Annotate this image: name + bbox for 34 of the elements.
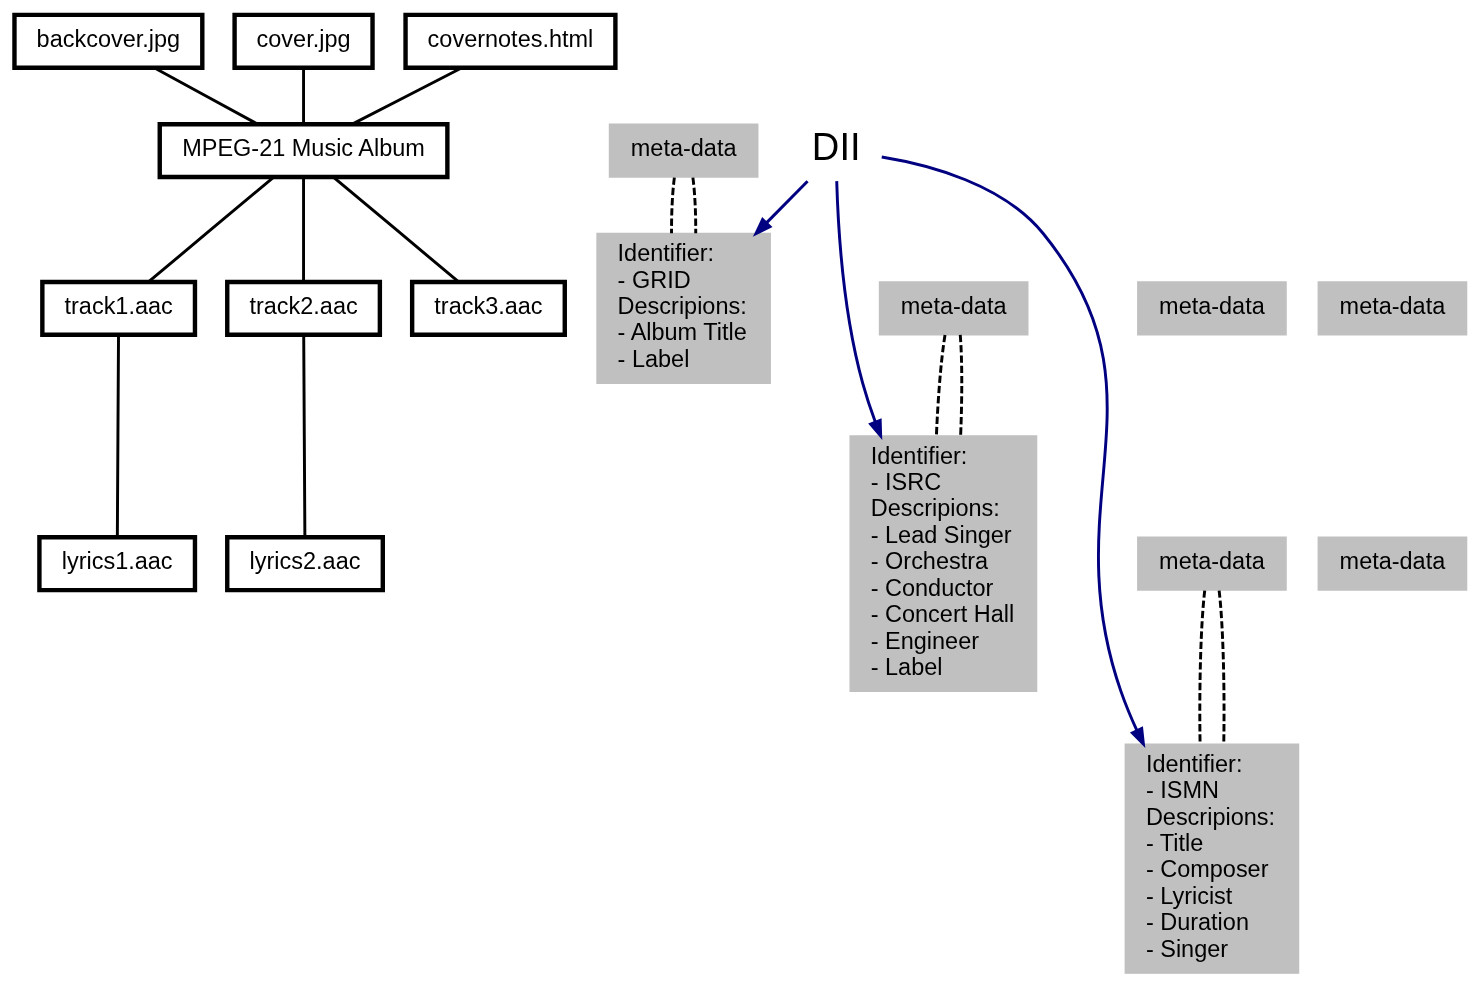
arrow: [881, 155, 1146, 748]
node-box: meta-data: [1317, 536, 1468, 591]
connector: [1217, 589, 1226, 744]
node-box: meta-data: [608, 122, 759, 178]
node-box: covernotes.html: [403, 12, 618, 70]
connector: [302, 334, 307, 537]
node-box: track1.aac: [40, 279, 198, 337]
arrow: [752, 179, 809, 237]
connector: [958, 334, 964, 436]
node-box: meta-data: [878, 280, 1029, 335]
node-box: cover.jpg: [232, 12, 375, 70]
node-box: backcover.jpg: [12, 12, 205, 70]
node-box: Identifier: - ISRC Descripions: - Lead Singer - Orchestra - Conductor - Concert Hall - Engineer - Label: [849, 434, 1038, 692]
connector: [302, 177, 306, 282]
node-box: Identifier: - GRID Descripions: - Album Title - Label: [596, 232, 771, 384]
connector: [670, 176, 676, 233]
node-box: MPEG-21 Music Album: [157, 121, 450, 179]
node-text: DII: [811, 124, 861, 168]
arrow: [835, 180, 883, 440]
connector: [153, 66, 259, 125]
node-box: lyrics2.aac: [225, 534, 385, 592]
connector: [351, 66, 463, 125]
node-box: lyrics1.aac: [37, 534, 198, 592]
node-box: meta-data: [1137, 280, 1287, 335]
node-box: meta-data: [1137, 536, 1287, 591]
connector: [302, 67, 306, 124]
connector: [691, 176, 698, 233]
connector: [934, 334, 947, 436]
node-box: track2.aac: [225, 279, 383, 337]
node-box: Identifier: - ISMN Descripions: - Title - Composer - Lyricist - Duration - Singer: [1124, 742, 1300, 974]
node-box: meta-data: [1317, 280, 1468, 335]
connector: [1198, 589, 1207, 744]
node-box: track3.aac: [409, 279, 567, 337]
connector: [115, 334, 120, 537]
